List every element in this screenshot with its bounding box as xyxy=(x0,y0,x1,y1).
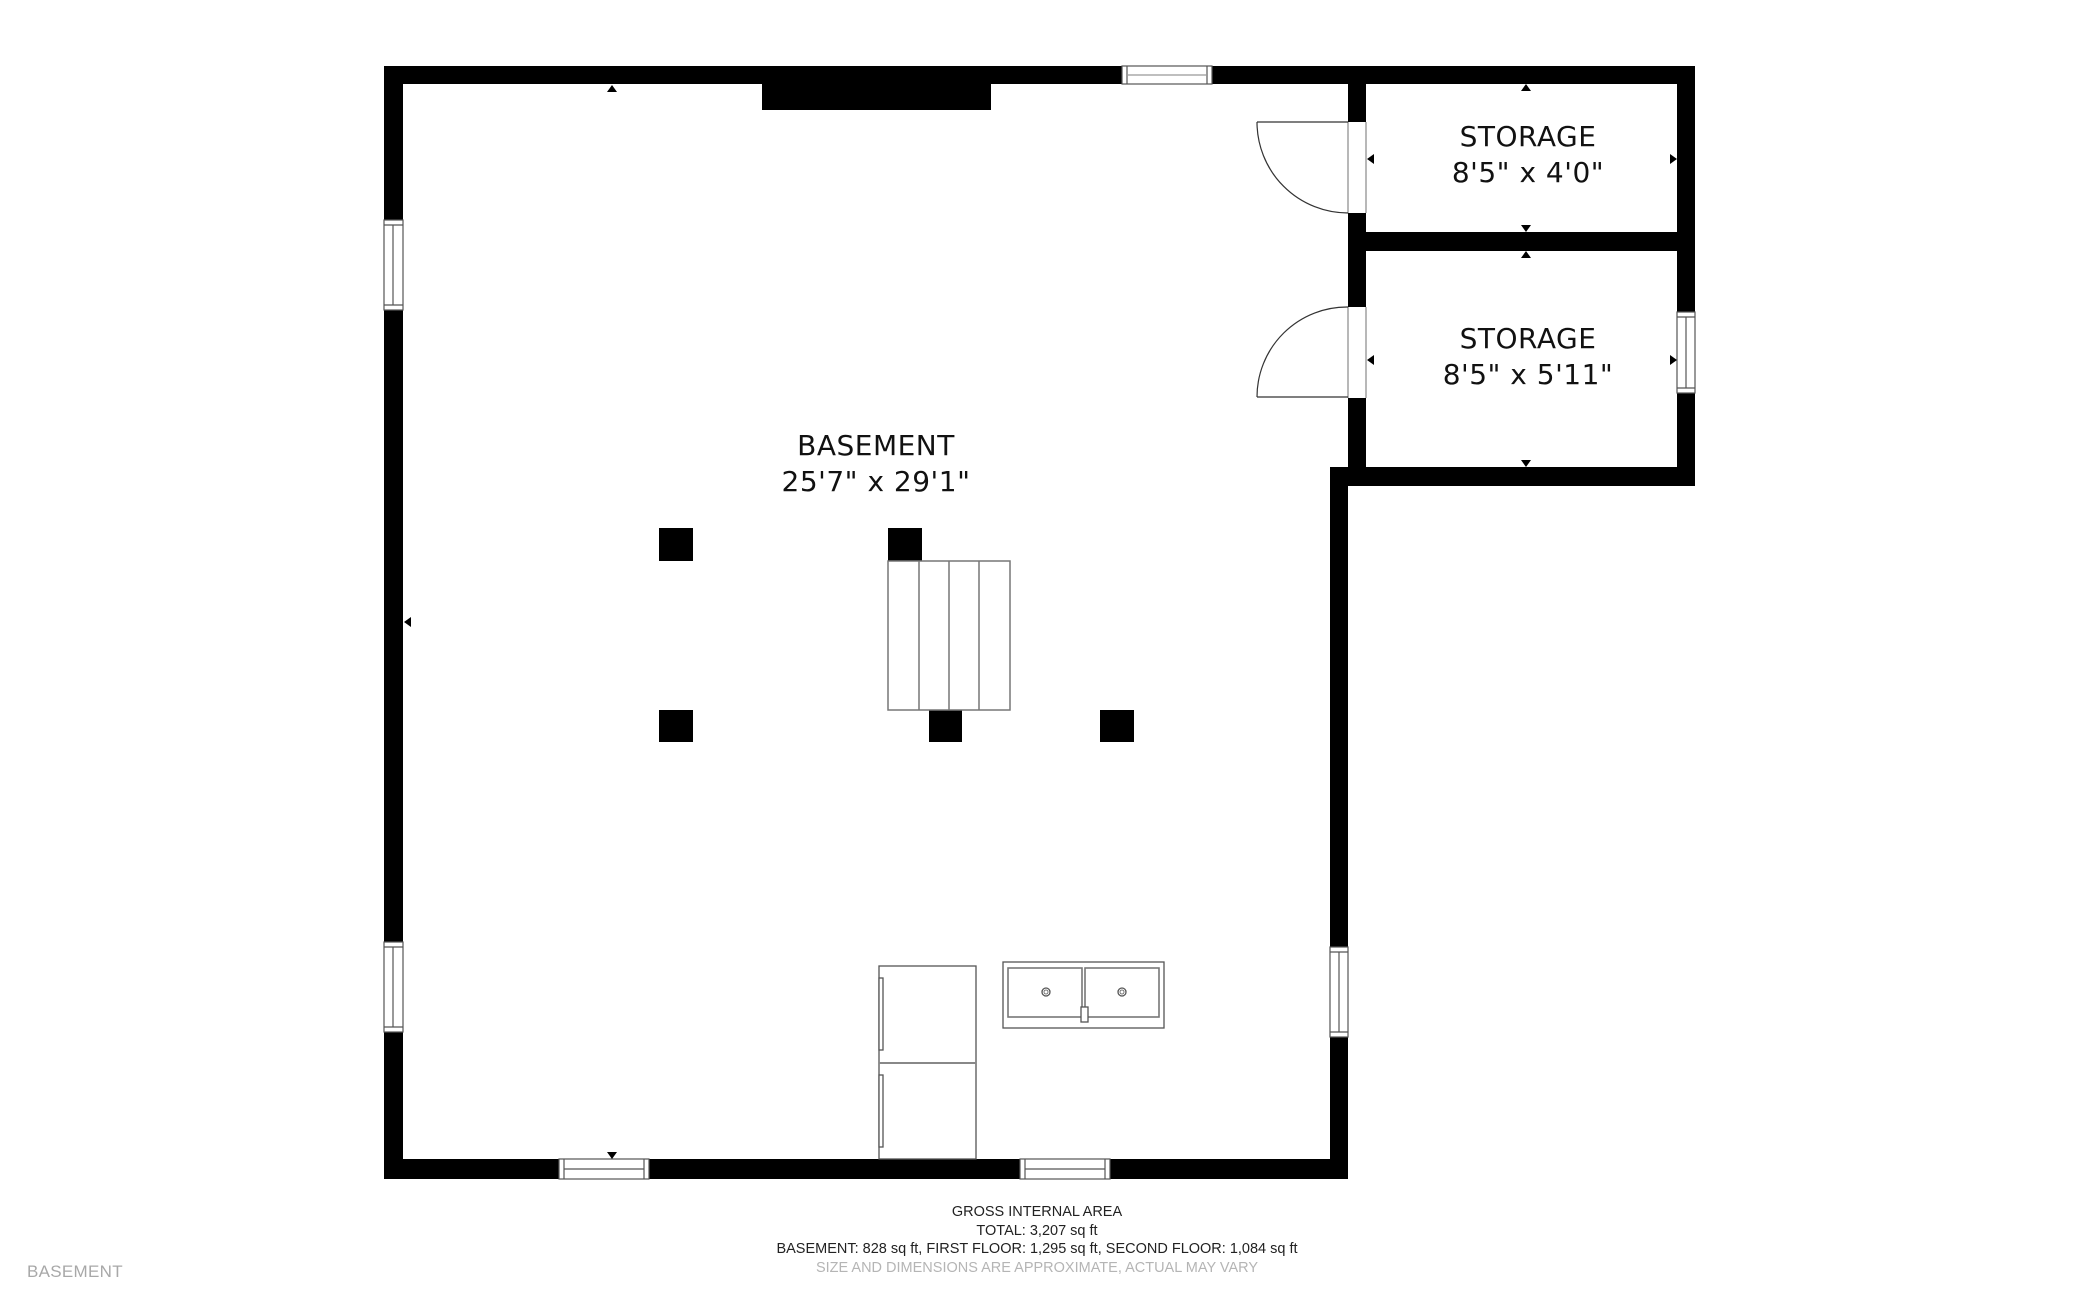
room-name: STORAGE xyxy=(1459,322,1597,355)
window-left-lower xyxy=(383,941,404,1033)
window-storage xyxy=(1676,311,1696,394)
door-storage-upper xyxy=(1256,121,1367,214)
windows xyxy=(383,65,1696,1180)
room-label-storage-lower: STORAGE 8'5" x 5'11" xyxy=(1443,321,1614,393)
room-dimensions: 25'7" x 29'1" xyxy=(781,465,971,498)
area-disclaimer: SIZE AND DIMENSIONS ARE APPROXIMATE, ACT… xyxy=(815,1259,1259,1276)
window-bottom-left xyxy=(558,1158,650,1180)
door-storage-lower xyxy=(1256,306,1367,398)
room-label-basement: BASEMENT 25'7" x 29'1" xyxy=(782,428,971,500)
window-bottom-right xyxy=(1019,1158,1111,1180)
room-dimensions: 8'5" x 4'0" xyxy=(1451,156,1605,189)
area-summary: GROSS INTERNAL AREA TOTAL: 3,207 sq ft B… xyxy=(776,1203,1297,1277)
area-heading: GROSS INTERNAL AREA xyxy=(951,1204,1123,1220)
fireplace xyxy=(762,84,991,110)
washer-dryer xyxy=(878,965,977,1160)
stairs xyxy=(887,560,1011,711)
window-left-upper xyxy=(383,219,404,311)
window-right xyxy=(1329,946,1349,1038)
floor-label: BASEMENT xyxy=(27,1262,123,1281)
room-dimensions: 8'5" x 5'11" xyxy=(1442,358,1614,391)
area-breakdown: BASEMENT: 828 sq ft, FIRST FLOOR: 1,295 … xyxy=(776,1241,1298,1257)
room-label-storage-upper: STORAGE 8'5" x 4'0" xyxy=(1452,119,1604,191)
area-total: TOTAL: 3,207 sq ft xyxy=(976,1222,1098,1239)
room-name: BASEMENT xyxy=(797,429,955,462)
room-name: STORAGE xyxy=(1459,120,1597,153)
dimension-markers xyxy=(404,84,1677,1159)
doors xyxy=(1256,121,1367,398)
double-sink xyxy=(1002,961,1165,1029)
window-top xyxy=(1121,65,1213,85)
columns xyxy=(659,528,1134,742)
